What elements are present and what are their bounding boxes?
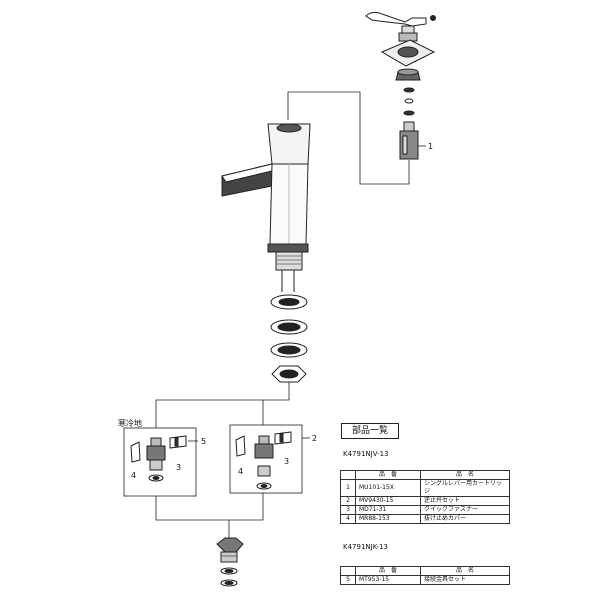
header-name: 品 名 bbox=[420, 566, 510, 576]
row-no: 5 bbox=[340, 575, 356, 585]
row-name: 逆止弁セット bbox=[420, 496, 510, 506]
check-valve-cold bbox=[146, 437, 166, 482]
row-no: 4 bbox=[340, 514, 356, 524]
table-row: 5 MT953-15 接続金具セット bbox=[340, 575, 510, 585]
supply-line bbox=[155, 382, 290, 428]
row-no: 1 bbox=[340, 479, 356, 497]
row-no: 3 bbox=[340, 505, 356, 515]
parts-list-title: 部品一覧 bbox=[341, 423, 399, 439]
callout-2: 2 bbox=[312, 434, 317, 443]
row-name: 接続金具セット bbox=[420, 575, 510, 585]
table-header-row: 品 番 品 名 bbox=[340, 470, 510, 480]
retaining-nut bbox=[395, 68, 421, 81]
mounting-washer-2 bbox=[270, 319, 308, 335]
lever-handle bbox=[365, 11, 436, 42]
row-code: MU101-15X bbox=[355, 479, 421, 497]
model-number-2: K4791NJK-13 bbox=[343, 543, 388, 551]
header-code: 品 番 bbox=[355, 470, 421, 480]
header-no bbox=[340, 470, 356, 480]
table-row: 1 MU101-15X シングルレバー用カートリッジ bbox=[340, 479, 510, 497]
quick-fastener-cold bbox=[169, 435, 187, 449]
table-row: 4 MR88-153 抜け止めカバー bbox=[340, 514, 510, 524]
row-name: 抜け止めカバー bbox=[420, 514, 510, 524]
cold-region-box bbox=[123, 427, 197, 497]
row-code: MD71-31 bbox=[355, 505, 421, 515]
row-code: MV9430-15 bbox=[355, 496, 421, 506]
lock-nut bbox=[271, 365, 307, 383]
check-valve-standard bbox=[254, 435, 274, 490]
retainer-cover-standard bbox=[235, 435, 246, 457]
callout-3-standard: 3 bbox=[284, 457, 289, 466]
parts-table-1: 品 番 品 名 1 MU101-15X シングルレバー用カートリッジ 2 MV9… bbox=[340, 470, 510, 524]
row-code: MR88-153 bbox=[355, 514, 421, 524]
table-row: 3 MD71-31 クイックファスナー bbox=[340, 505, 510, 515]
header-code: 品 番 bbox=[355, 566, 421, 576]
table-header-row: 品 番 品 名 bbox=[340, 566, 510, 576]
cartridge bbox=[399, 121, 419, 160]
row-name: シングルレバー用カートリッジ bbox=[420, 479, 510, 497]
table-row: 2 MV9430-15 逆止弁セット bbox=[340, 496, 510, 506]
faucet-body bbox=[221, 123, 311, 292]
small-washers bbox=[403, 87, 415, 116]
model-number-1: K4791NJV-13 bbox=[343, 450, 389, 458]
callout-4-standard: 4 bbox=[238, 467, 243, 476]
mounting-washer-3 bbox=[270, 342, 308, 358]
connector-line bbox=[287, 91, 410, 185]
header-no bbox=[340, 566, 356, 576]
parts-table-2: 品 番 品 名 5 MT953-15 接続金具セット bbox=[340, 566, 510, 585]
callout-1: 1 bbox=[428, 142, 433, 151]
standard-valve-box bbox=[229, 424, 303, 494]
callout-4-cold: 4 bbox=[131, 471, 136, 480]
row-name: クイックファスナー bbox=[420, 505, 510, 515]
fitting-line bbox=[155, 493, 264, 521]
callout-5: 5 bbox=[201, 437, 206, 446]
base-plate bbox=[380, 39, 436, 67]
row-code: MT953-15 bbox=[355, 575, 421, 585]
mounting-washer-1 bbox=[270, 294, 308, 310]
header-name: 品 名 bbox=[420, 470, 510, 480]
retainer-cover-cold bbox=[130, 441, 141, 463]
cold-region-label: 寒冷地 bbox=[118, 418, 142, 428]
row-no: 2 bbox=[340, 496, 356, 506]
quick-fastener-standard bbox=[274, 431, 292, 445]
callout-3-cold: 3 bbox=[176, 463, 181, 472]
connection-fitting bbox=[216, 537, 244, 587]
